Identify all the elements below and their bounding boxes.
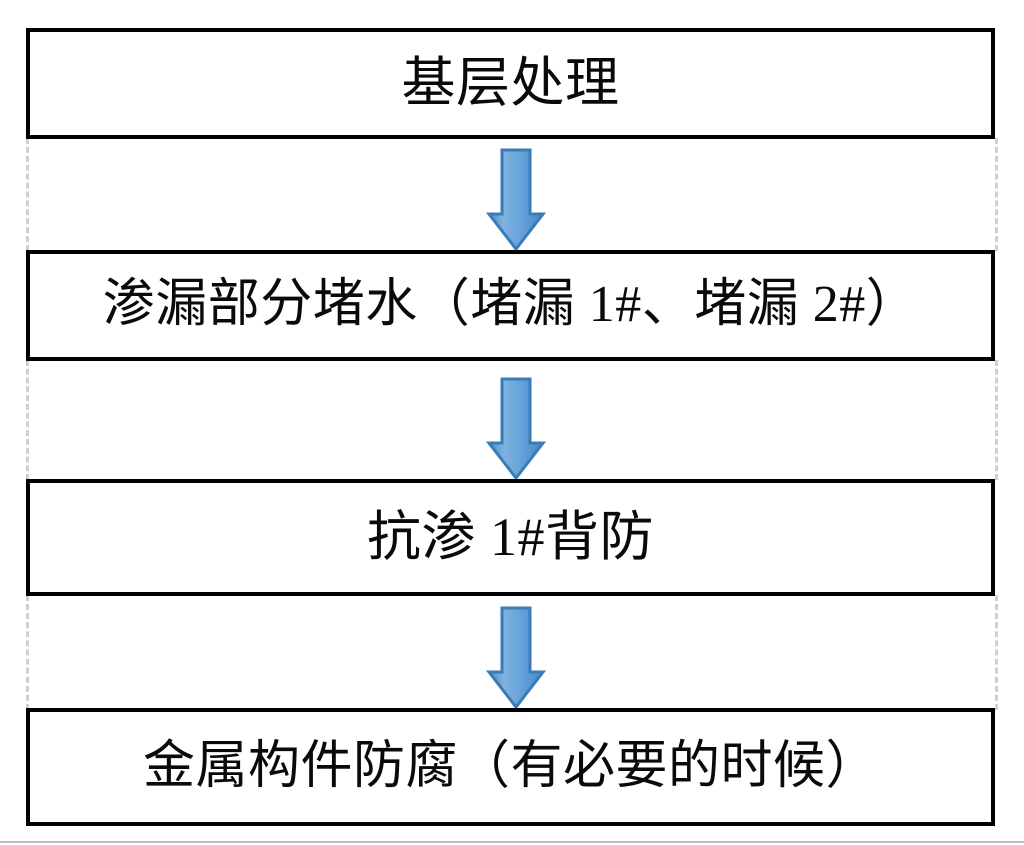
flow-node-step-2[interactable]: 渗漏部分堵水（堵漏 1#、堵漏 2#） — [26, 250, 995, 361]
down-block-arrow-icon — [486, 148, 546, 252]
flow-node-step-1[interactable]: 基层处理 — [26, 28, 995, 139]
flow-node-label: 渗漏部分堵水（堵漏 1#、堵漏 2#） — [102, 276, 919, 334]
flow-node-label: 基层处理 — [401, 53, 620, 114]
guide-line-right-1 — [995, 138, 998, 251]
down-block-arrow-icon — [486, 606, 546, 710]
flow-node-label: 金属构件防腐（有必要的时候） — [142, 737, 878, 795]
guide-line-left-1 — [26, 138, 29, 251]
guide-line-left-3 — [26, 595, 29, 710]
guide-line-right-3 — [995, 595, 998, 710]
flow-node-step-3[interactable]: 抗渗 1#背防 — [26, 479, 995, 596]
flow-node-step-4[interactable]: 金属构件防腐（有必要的时候） — [26, 708, 995, 826]
page-bottom-rule — [0, 841, 1024, 843]
down-block-arrow-icon — [486, 377, 546, 481]
guide-line-left-2 — [26, 360, 29, 480]
guide-line-right-2 — [995, 360, 998, 480]
flow-node-label: 抗渗 1#背防 — [367, 507, 654, 568]
